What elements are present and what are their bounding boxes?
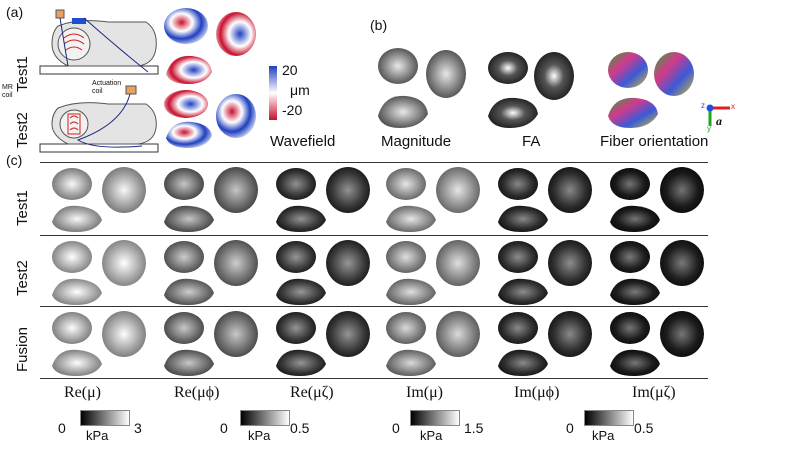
- fiber-orientation-images: [608, 52, 694, 128]
- colorbar-4: [584, 410, 634, 426]
- column-label-im-muphi: Im(μϕ): [514, 384, 560, 401]
- colorbar-2-min: 0: [220, 420, 228, 436]
- map-test2-col2: [164, 240, 258, 305]
- map-fusion-col5: [498, 311, 592, 376]
- colorbar-2-unit: kPa: [248, 428, 271, 443]
- divider-row2: [40, 306, 708, 307]
- wavefield-test1-sagittal: [166, 55, 212, 84]
- map-fusion-col4: [386, 311, 480, 376]
- colorbar-4-unit: kPa: [592, 428, 615, 443]
- map-fusion-col6: [610, 311, 704, 376]
- map-test1-col4: [386, 167, 480, 232]
- axis-x-label: x: [731, 102, 735, 111]
- map-test2-col3: [276, 240, 370, 305]
- colorbar-3-unit: kPa: [420, 428, 443, 443]
- wavefield-test2-axial: [216, 94, 256, 138]
- colorbar-2: [240, 410, 290, 426]
- colorbar-2-max: 0.5: [290, 420, 310, 436]
- mr-coil-label: MR coil: [2, 84, 13, 99]
- setup-schematic-test1: [39, 9, 159, 75]
- axis-a-label: a: [716, 114, 722, 128]
- fa-images: [488, 52, 574, 128]
- panel-c-row-label-fusion: Fusion: [14, 326, 31, 372]
- caption-magnitude: Magnitude: [381, 133, 452, 150]
- wavefield-colorbar-max: 20: [282, 62, 298, 78]
- colorbar-3-min: 0: [392, 420, 400, 436]
- orientation-axes-icon: [706, 104, 730, 126]
- divider-bottom: [40, 378, 708, 379]
- map-test2-col5: [498, 240, 592, 305]
- wavefield-test2-sagittal: [166, 121, 212, 148]
- wavefield-colorbar: [269, 66, 277, 120]
- panel-label-c: (c): [6, 152, 23, 168]
- colorbar-3-max: 1.5: [464, 420, 484, 436]
- map-test2-col1: [52, 240, 146, 305]
- wavefield-colorbar-min: -20: [282, 102, 303, 118]
- colorbar-1: [80, 410, 130, 426]
- panel-label-b: (b): [370, 17, 388, 33]
- column-label-im-mu: Im(μ): [406, 384, 444, 401]
- map-test2-col4: [386, 240, 480, 305]
- wavefield-test1-coronal: [164, 8, 208, 44]
- divider-top: [40, 162, 708, 163]
- map-test1-col5: [498, 167, 592, 232]
- axis-y-label: y: [707, 124, 711, 133]
- panel-label-a: (a): [6, 4, 24, 20]
- panel-a-row-label-test2: Test2: [14, 112, 31, 148]
- caption-fiber-orientation: Fiber orientation: [600, 133, 709, 150]
- map-fusion-col3: [276, 311, 370, 376]
- map-test1-col3: [276, 167, 370, 232]
- panel-a-row-label-test1: Test1: [14, 56, 31, 92]
- column-label-re-mu: Re(μ): [64, 384, 102, 401]
- caption-fa: FA: [522, 133, 541, 150]
- setup-schematic-test2: [39, 85, 159, 153]
- colorbar-3: [410, 410, 460, 426]
- colorbar-4-min: 0: [566, 420, 574, 436]
- column-label-re-muzeta: Re(μζ): [290, 384, 334, 401]
- colorbar-1-max: 3: [134, 420, 142, 436]
- wavefield-test1-axial: [216, 12, 256, 56]
- column-label-im-muzeta: Im(μζ): [632, 384, 676, 401]
- map-fusion-col1: [52, 311, 146, 376]
- map-test2-col6: [610, 240, 704, 305]
- colorbar-4-max: 0.5: [634, 420, 654, 436]
- wavefield-caption: Wavefield: [270, 133, 336, 150]
- axis-z-label: z: [701, 101, 705, 110]
- wavefield-images: [164, 8, 256, 148]
- column-label-re-muphi: Re(μϕ): [174, 384, 220, 401]
- panel-c-row-label-test1: Test1: [14, 190, 31, 226]
- map-fusion-col2: [164, 311, 258, 376]
- colorbar-1-min: 0: [58, 420, 66, 436]
- panel-c-row-label-test2: Test2: [14, 260, 31, 296]
- magnitude-images: [378, 48, 466, 128]
- map-test1-col6: [610, 167, 704, 232]
- actuation-coil-label: Actuation coil: [92, 80, 122, 95]
- wavefield-colorbar-unit: μm: [290, 82, 310, 98]
- wavefield-test2-coronal: [164, 90, 208, 118]
- colorbar-1-unit: kPa: [86, 428, 109, 443]
- map-test1-col1: [52, 167, 146, 232]
- map-test1-col2: [164, 167, 258, 232]
- divider-row1: [40, 235, 708, 236]
